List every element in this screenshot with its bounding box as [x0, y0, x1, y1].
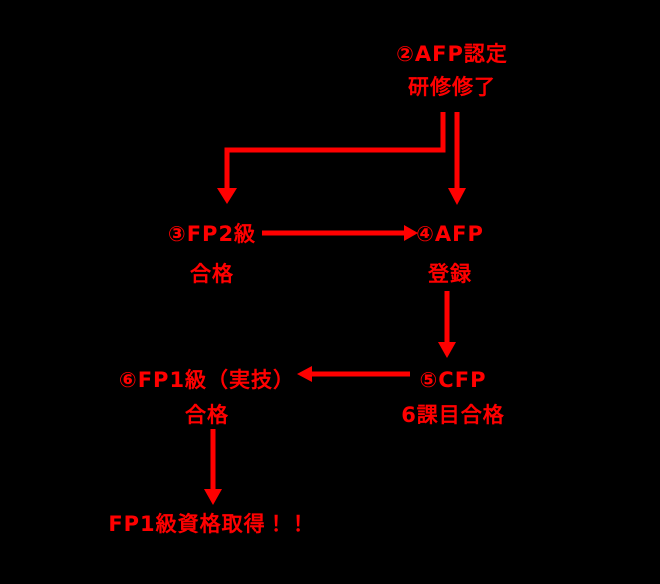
- arrow-step3-to-step4-head: [404, 225, 418, 241]
- node-afp-registration-line1: ④AFP: [416, 222, 484, 246]
- arrow-step2-to-step3-head: [217, 188, 237, 204]
- node-fp1-license-acquired-line1: FP1級資格取得！！: [108, 512, 310, 536]
- node-afp-training-complete: ②AFP認定 研修修了: [352, 38, 552, 104]
- node-afp-training-complete-line1: ②AFP認定: [396, 42, 508, 66]
- node-fp1-license-acquired: FP1級資格取得！！: [99, 507, 319, 542]
- node-afp-training-complete-line2: 研修修了: [408, 75, 496, 99]
- node-cfp-six-subjects-pass-line2: 6課目合格: [401, 403, 505, 427]
- node-cfp-six-subjects-pass-line1: ⑤CFP: [419, 368, 487, 392]
- node-fp2-pass-line1: ③FP2級: [167, 222, 257, 246]
- node-fp2-pass: ③FP2級 合格: [112, 214, 312, 294]
- node-afp-registration: ④AFP 登録: [350, 214, 550, 294]
- arrow-step6-to-goal-head: [204, 489, 222, 505]
- arrow-step5-to-step6-head: [297, 366, 312, 382]
- node-fp2-pass-line2: 合格: [190, 262, 234, 286]
- node-fp1-practical-pass: ⑥FP1級（実技） 合格: [107, 363, 307, 433]
- node-fp1-practical-pass-line2: 合格: [185, 403, 229, 427]
- node-fp1-practical-pass-line1: ⑥FP1級（実技）: [118, 368, 296, 392]
- node-afp-registration-line2: 登録: [428, 262, 472, 286]
- arrow-step2-to-step3-line: [224, 112, 446, 189]
- node-cfp-six-subjects-pass: ⑤CFP 6課目合格: [353, 363, 553, 433]
- arrow-step2-to-step4-head: [448, 188, 466, 205]
- arrow-step4-to-step5-head: [438, 342, 456, 358]
